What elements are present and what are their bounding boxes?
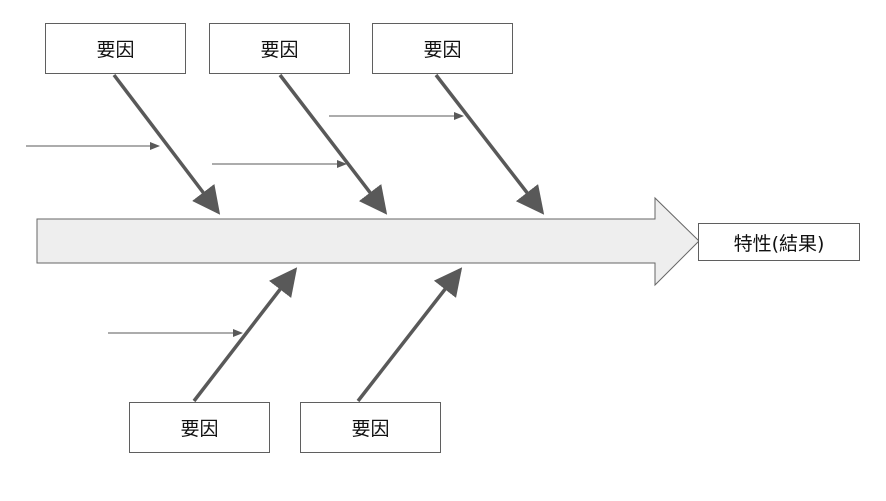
bone-lower-2 bbox=[356, 267, 463, 403]
cause-label-5: 要因 bbox=[351, 418, 390, 440]
bone-upper-1 bbox=[112, 73, 221, 215]
bone-upper-3 bbox=[434, 73, 545, 215]
cause-label-2: 要因 bbox=[260, 39, 299, 61]
cause-label-3: 要因 bbox=[423, 39, 462, 61]
cause-box-4: 要因 bbox=[129, 402, 270, 453]
cause-box-2: 要因 bbox=[209, 23, 350, 74]
cause-box-1: 要因 bbox=[45, 23, 186, 74]
bone-lower-1 bbox=[192, 267, 298, 403]
effect-box: 特性(結果) bbox=[698, 223, 860, 261]
cause-label-1: 要因 bbox=[96, 39, 135, 61]
spine-arrow bbox=[36, 196, 700, 287]
effect-label: 特性(結果) bbox=[733, 232, 825, 255]
cause-label-4: 要因 bbox=[180, 418, 219, 440]
cause-box-3: 要因 bbox=[372, 23, 513, 74]
cause-box-5: 要因 bbox=[300, 402, 441, 453]
bone-upper-2 bbox=[278, 73, 388, 215]
